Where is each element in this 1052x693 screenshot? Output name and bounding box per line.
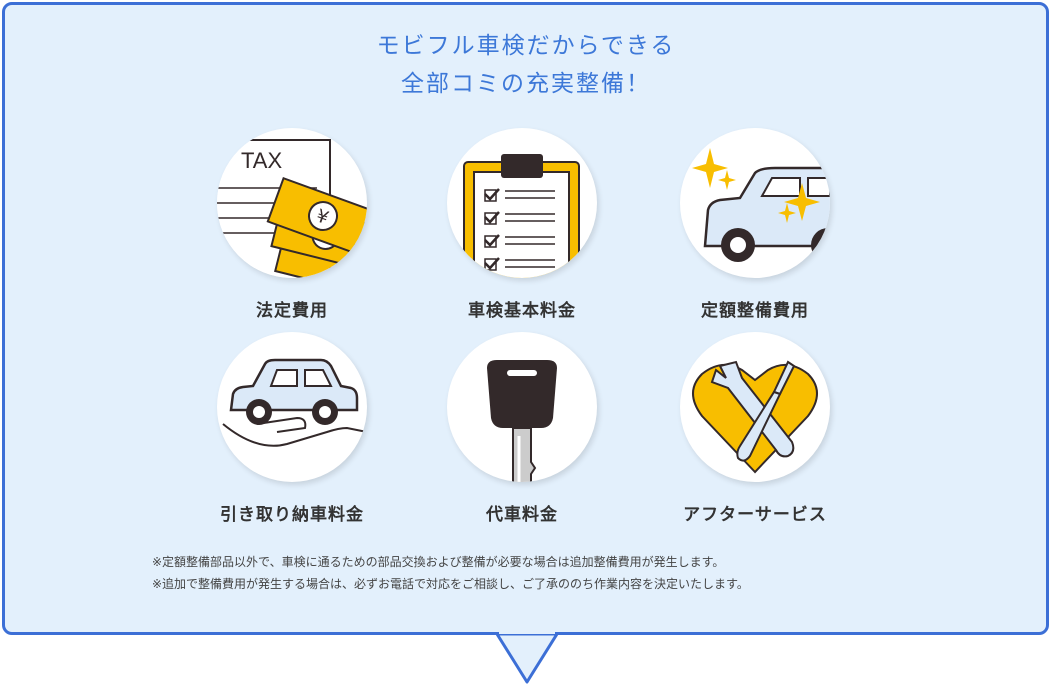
headline-line-2: 全部コミの充実整備！ bbox=[401, 71, 651, 97]
car-on-hand-icon bbox=[217, 332, 367, 482]
speech-bubble-panel bbox=[2, 2, 1049, 635]
footnote: ※定額整備部品以外で、車検に通るための部品交換および整備が必要な場合は追加整備費… bbox=[152, 555, 725, 569]
feature-label: 法定費用 bbox=[256, 301, 328, 321]
tax-money-icon: ¥ TAX bbox=[217, 128, 367, 278]
feature-fixed-maintenance-fee: 定額整備費用 bbox=[635, 128, 875, 321]
sparkling-car-icon bbox=[680, 128, 830, 278]
headline-line-1: モビフル車検だからできる bbox=[376, 33, 676, 59]
feature-pickup-delivery-fee: 引き取り納車料金 bbox=[172, 332, 412, 525]
feature-label: アフターサービス bbox=[683, 505, 827, 525]
heart-tools-icon bbox=[680, 332, 830, 482]
clipboard-checklist-icon bbox=[447, 128, 597, 278]
feature-legal-fees: ¥ TAX 法定費用 bbox=[172, 128, 412, 321]
feature-label: 定額整備費用 bbox=[701, 301, 809, 321]
feature-loaner-car-fee: 代車料金 bbox=[402, 332, 642, 525]
feature-label: 代車料金 bbox=[486, 505, 558, 525]
feature-basic-inspection-fee: 車検基本料金 bbox=[402, 128, 642, 321]
feature-after-service: アフターサービス bbox=[635, 332, 875, 525]
feature-label: 引き取り納車料金 bbox=[220, 505, 364, 525]
footnotes: ※定額整備部品以外で、車検に通るための部品交換および整備が必要な場合は追加整備費… bbox=[152, 551, 749, 595]
tax-text: TAX bbox=[241, 148, 282, 173]
car-key-icon bbox=[447, 332, 597, 482]
feature-label: 車検基本料金 bbox=[468, 301, 576, 321]
headline: モビフル車検だからできる 全部コミの充実整備！ bbox=[0, 27, 1052, 103]
footnote: ※追加で整備費用が発生する場合は、必ずお電話で対応をご相談し、ご了承ののち作業内… bbox=[152, 577, 749, 591]
